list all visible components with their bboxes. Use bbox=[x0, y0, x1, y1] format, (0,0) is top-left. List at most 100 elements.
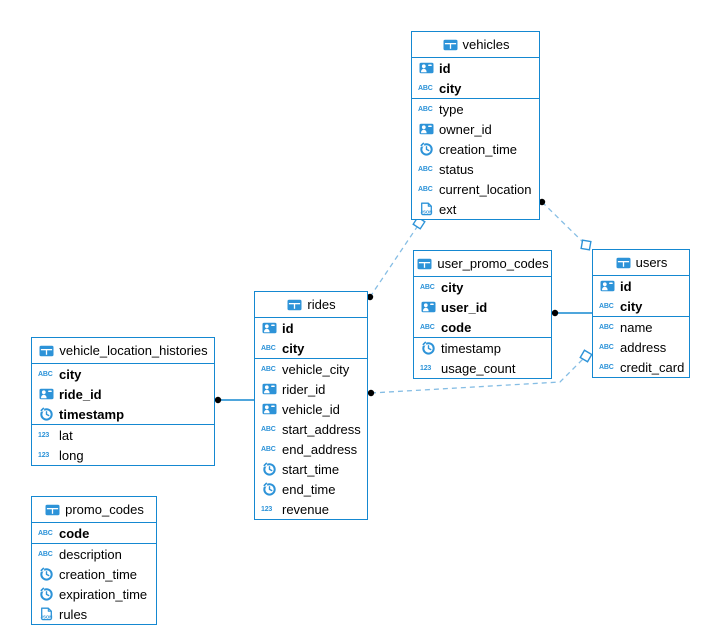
column-name: rules bbox=[59, 606, 88, 622]
column-row: end_time bbox=[255, 479, 367, 499]
column-row: ABC description bbox=[32, 544, 156, 564]
table-header-promo-codes[interactable]: promo_codes bbox=[32, 497, 156, 523]
column-row: ABC end_address bbox=[255, 439, 367, 459]
table-promo-codes[interactable]: promo_codes ABC code ABC description cre… bbox=[31, 496, 157, 625]
key-columns-section: id ABC city bbox=[255, 318, 367, 358]
string-type-icon: ABC bbox=[38, 370, 53, 378]
column-row: 123 usage_count bbox=[414, 358, 551, 378]
column-name: ride_id bbox=[59, 386, 102, 402]
table-header-rides[interactable]: rides bbox=[255, 292, 367, 318]
table-icon bbox=[615, 255, 632, 271]
table-header-vehicle-location-histories[interactable]: vehicle_location_histories bbox=[32, 338, 214, 364]
string-type-icon: ABC bbox=[599, 363, 614, 371]
column-name: city bbox=[441, 279, 464, 295]
column-row: 123 lat bbox=[32, 425, 214, 445]
column-row: id bbox=[255, 318, 367, 338]
column-name: code bbox=[59, 525, 90, 541]
table-vehicles[interactable]: vehicles id ABC city ABC type owner_id bbox=[411, 31, 540, 220]
table-name: users bbox=[635, 255, 668, 270]
id-badge-icon bbox=[418, 60, 435, 76]
string-type-icon: ABC bbox=[261, 344, 276, 352]
column-row: ride_id bbox=[32, 384, 214, 404]
number-type-icon: 123 bbox=[261, 505, 273, 513]
table-header-vehicles[interactable]: vehicles bbox=[412, 32, 539, 58]
column-name: status bbox=[439, 161, 474, 177]
column-name: city bbox=[282, 340, 305, 356]
column-row: vehicle_id bbox=[255, 399, 367, 419]
table-vehicle-location-histories[interactable]: vehicle_location_histories ABC city ride… bbox=[31, 337, 215, 466]
column-row: ABC city bbox=[255, 338, 367, 358]
string-type-icon: ABC bbox=[418, 165, 433, 173]
column-row: timestamp bbox=[414, 338, 551, 358]
columns-section: ABC description creation_time expiration… bbox=[32, 543, 156, 624]
column-name: description bbox=[59, 546, 122, 562]
connector-line-rides-users[interactable] bbox=[370, 356, 586, 394]
table-icon bbox=[44, 502, 61, 518]
table-name: rides bbox=[307, 297, 336, 312]
column-row: rules bbox=[32, 604, 156, 624]
table-icon bbox=[38, 343, 55, 359]
table-users[interactable]: users id ABC city ABC name ABC address A… bbox=[592, 249, 690, 378]
string-type-icon: ABC bbox=[420, 323, 435, 331]
string-type-icon: ABC bbox=[261, 365, 276, 373]
id-badge-icon bbox=[261, 381, 278, 397]
column-row: expiration_time bbox=[32, 584, 156, 604]
table-header-user-promo-codes[interactable]: user_promo_codes bbox=[414, 251, 551, 277]
key-columns-section: ABC city ride_id timestamp bbox=[32, 364, 214, 424]
table-icon bbox=[442, 37, 459, 53]
column-row: ABC city bbox=[412, 78, 539, 98]
column-row: creation_time bbox=[32, 564, 156, 584]
column-name: user_id bbox=[441, 299, 488, 315]
table-name: promo_codes bbox=[65, 502, 144, 517]
table-icon bbox=[286, 297, 303, 313]
column-row: ABC name bbox=[593, 317, 689, 337]
column-name: address bbox=[620, 339, 667, 355]
column-name: city bbox=[59, 366, 82, 382]
table-name: vehicle_location_histories bbox=[59, 343, 208, 358]
column-name: current_location bbox=[439, 181, 532, 197]
connector-line-rides-vehicles[interactable] bbox=[369, 223, 420, 298]
string-type-icon: ABC bbox=[261, 445, 276, 453]
column-row: owner_id bbox=[412, 119, 539, 139]
id-badge-icon bbox=[599, 278, 616, 294]
table-header-users[interactable]: users bbox=[593, 250, 689, 276]
string-type-icon: ABC bbox=[38, 529, 53, 537]
connector-line-vehicles-users[interactable] bbox=[541, 201, 587, 246]
key-columns-section: id ABC city bbox=[412, 58, 539, 98]
columns-section: ABC type owner_id creation_time ABC stat… bbox=[412, 98, 539, 219]
column-name: long bbox=[59, 447, 84, 463]
columns-section: ABC name ABC address ABC credit_card bbox=[593, 316, 689, 377]
table-rides[interactable]: rides id ABC city ABC vehicle_city rider… bbox=[254, 291, 368, 520]
string-type-icon: ABC bbox=[418, 105, 433, 113]
column-name: timestamp bbox=[59, 406, 125, 422]
column-row: 123 revenue bbox=[255, 499, 367, 519]
connector-upc-users bbox=[551, 309, 592, 317]
column-row: id bbox=[412, 58, 539, 78]
columns-section: 123 lat 123 long bbox=[32, 424, 214, 465]
table-user-promo-codes[interactable]: user_promo_codes ABC city user_id ABC co… bbox=[413, 250, 552, 379]
column-name: timestamp bbox=[441, 340, 501, 356]
column-row: ABC city bbox=[32, 364, 214, 384]
column-name: creation_time bbox=[439, 141, 518, 157]
columns-section: timestamp 123 usage_count bbox=[414, 337, 551, 378]
column-name: city bbox=[439, 80, 462, 96]
column-name: start_time bbox=[282, 461, 340, 477]
string-type-icon: ABC bbox=[38, 550, 53, 558]
id-badge-icon bbox=[418, 121, 435, 137]
column-name: code bbox=[441, 319, 472, 335]
timestamp-icon bbox=[261, 461, 278, 477]
column-row: ABC credit_card bbox=[593, 357, 689, 377]
column-row: timestamp bbox=[32, 404, 214, 424]
timestamp-icon bbox=[38, 566, 55, 582]
number-type-icon: 123 bbox=[38, 451, 50, 459]
column-name: end_address bbox=[282, 441, 358, 457]
columns-section: ABC vehicle_city rider_id vehicle_id ABC… bbox=[255, 358, 367, 519]
column-name: revenue bbox=[282, 501, 329, 517]
json-icon bbox=[38, 606, 55, 622]
number-type-icon: 123 bbox=[420, 364, 432, 372]
column-row: ext bbox=[412, 199, 539, 219]
key-columns-section: ABC code bbox=[32, 523, 156, 543]
column-name: usage_count bbox=[441, 360, 516, 376]
column-name: rider_id bbox=[282, 381, 326, 397]
